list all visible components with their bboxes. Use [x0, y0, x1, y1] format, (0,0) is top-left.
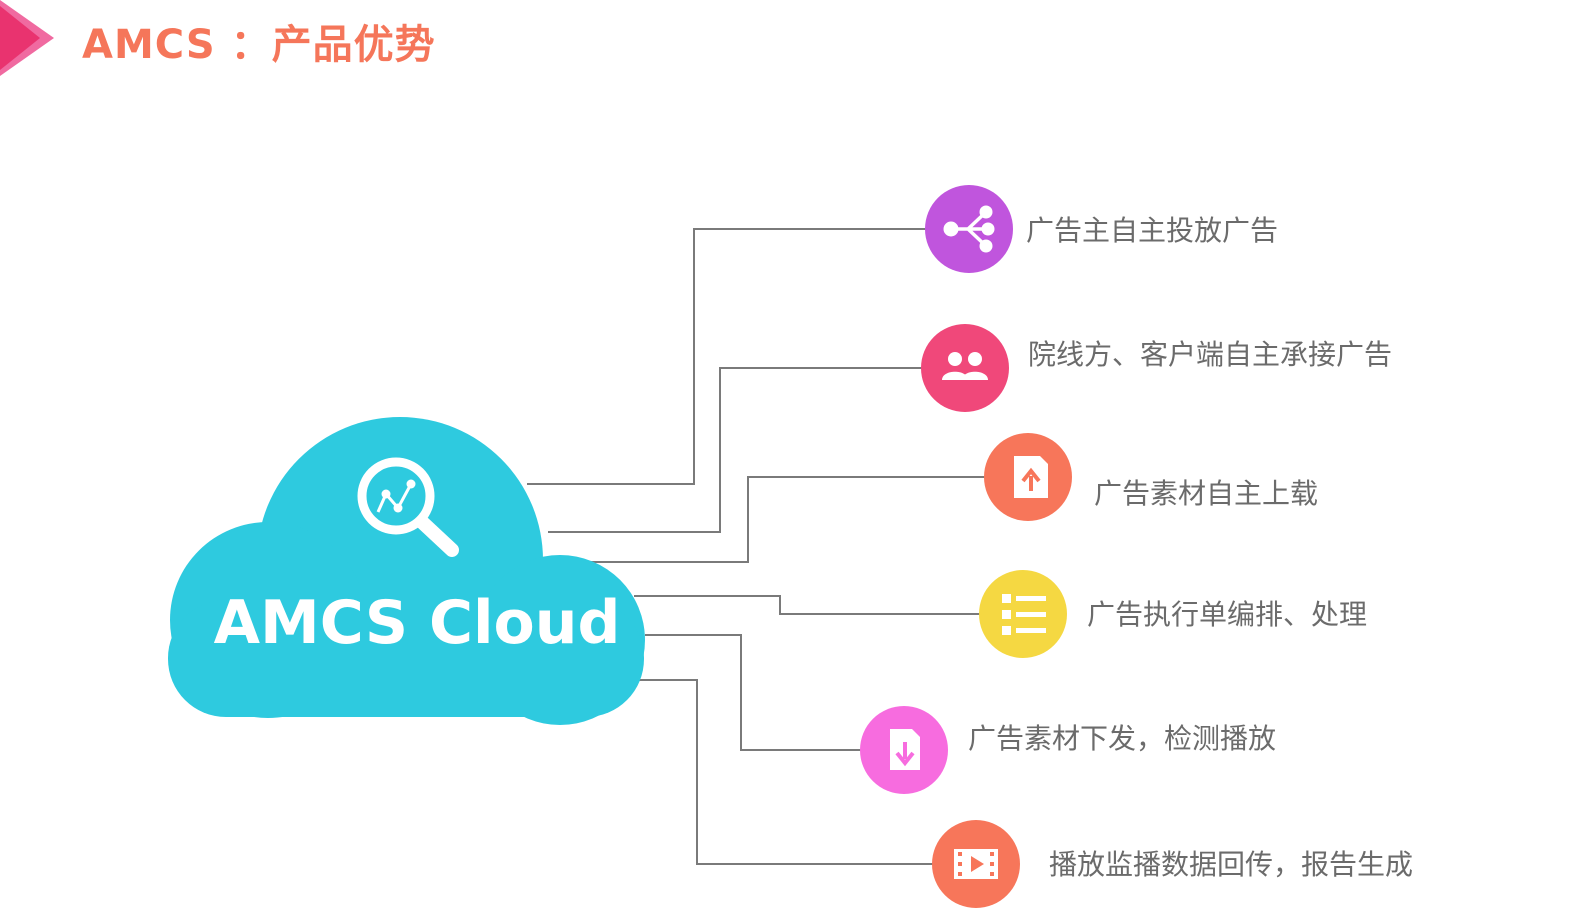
connector-6	[630, 679, 935, 865]
feature-label-6: 播放监播数据回传，报告生成	[1049, 848, 1414, 881]
connector-5	[645, 634, 863, 751]
magnifier-chart-icon	[357, 457, 459, 557]
page-title: AMCS ：产品优势	[82, 22, 436, 68]
cloud-shape	[168, 417, 645, 725]
feature-node-2	[921, 324, 1009, 412]
feature-node-6	[932, 820, 1020, 908]
share-icon	[943, 205, 995, 253]
users-icon	[942, 352, 988, 380]
feature-label-4: 广告执行单编排、处理	[1087, 598, 1368, 631]
feature-label-2: 院线方、客户端自主承接广告	[1028, 338, 1393, 371]
header-marker-icon	[0, 0, 54, 76]
connector-2	[548, 367, 925, 533]
upload-file-icon	[1014, 456, 1048, 498]
feature-label-3: 广告素材自主上载	[1094, 477, 1319, 510]
film-icon	[954, 849, 998, 879]
download-file-icon	[890, 729, 920, 770]
list-icon	[1002, 594, 1046, 635]
connector-1	[527, 228, 930, 485]
feature-node-5	[860, 706, 948, 794]
cloud-title: AMCS Cloud	[214, 588, 621, 658]
feature-node-1	[925, 185, 1013, 273]
feature-label-5: 广告素材下发，检测播放	[968, 722, 1277, 755]
feature-node-3	[984, 433, 1072, 521]
feature-node-4	[979, 570, 1067, 658]
connector-4	[634, 595, 982, 615]
connector-3	[565, 476, 988, 563]
feature-label-1: 广告主自主投放广告	[1026, 214, 1279, 247]
